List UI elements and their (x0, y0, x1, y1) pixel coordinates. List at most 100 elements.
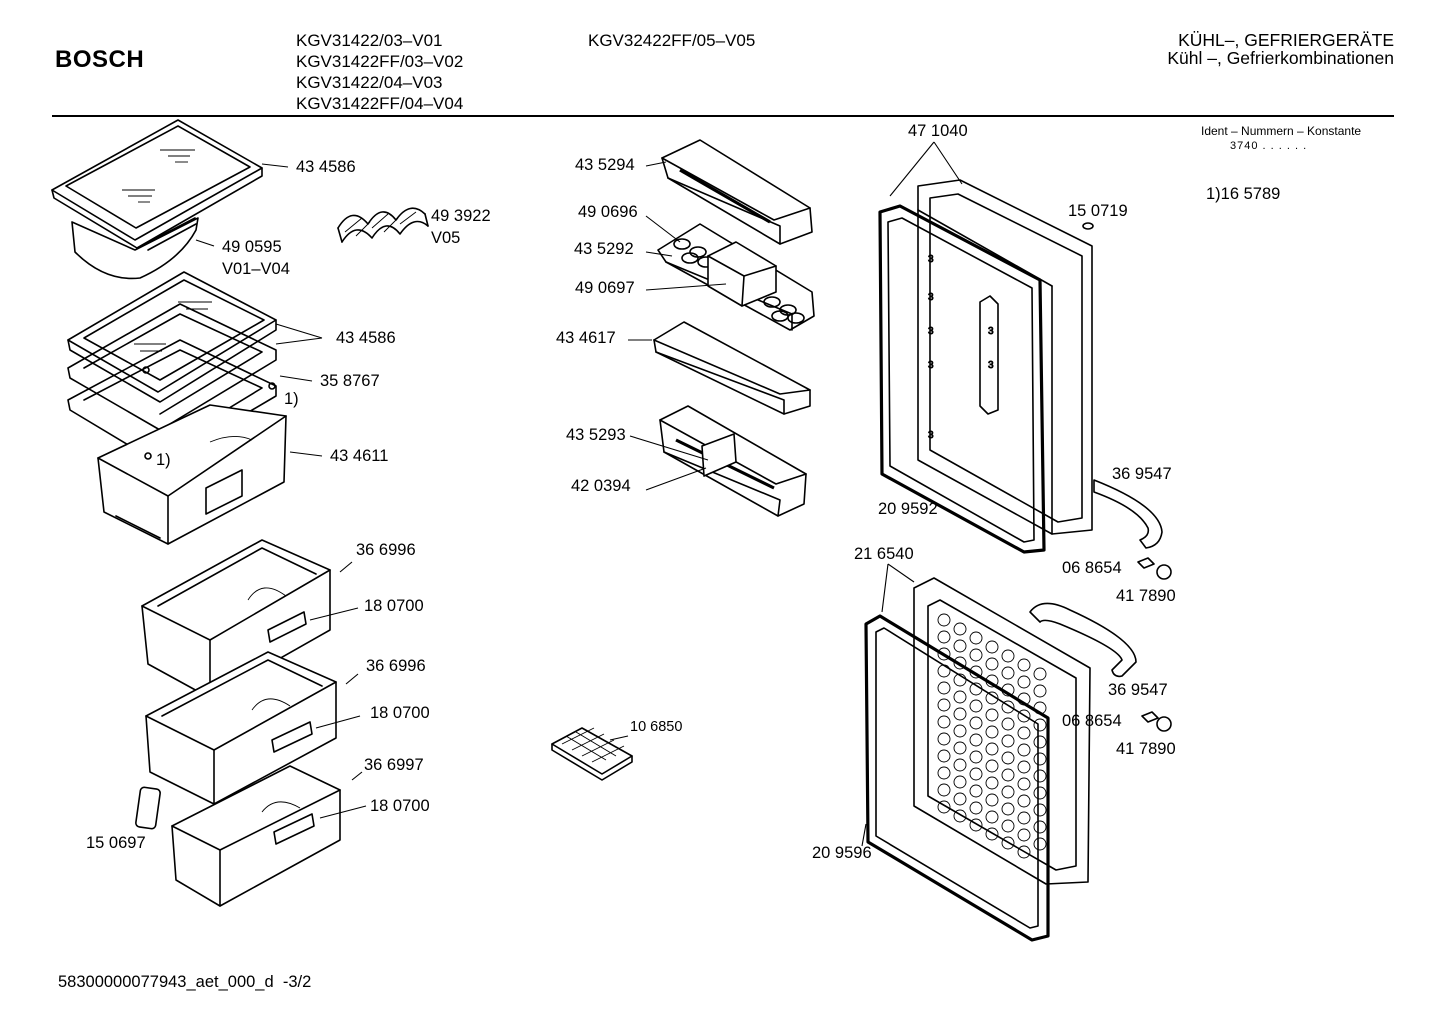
door-dimple (985, 708, 999, 722)
part-label: 43 4586 (336, 329, 396, 347)
part-label: 49 0697 (575, 279, 635, 297)
part-label: 49 3922 (431, 207, 491, 225)
door-dimple (937, 732, 951, 746)
door-dimple (1001, 649, 1015, 663)
svg-text:3: 3 (928, 292, 934, 303)
door-dimple (937, 715, 951, 729)
door-dimple (1017, 760, 1031, 774)
door-dimple (1001, 666, 1015, 680)
part-label: 21 6540 (854, 545, 914, 563)
part-label: 20 9592 (878, 500, 938, 518)
door-dimple (1033, 718, 1047, 732)
handle-screw-lower (1141, 711, 1172, 732)
door-dimple (937, 749, 951, 763)
door-dimple (937, 681, 951, 695)
door-dimple (985, 725, 999, 739)
drawer-2 (145, 651, 337, 805)
door-dimple (953, 690, 967, 704)
part-label: 18 0700 (370, 797, 430, 815)
door-dimple (1017, 743, 1031, 757)
door-dimple (953, 792, 967, 806)
door-dimple (985, 827, 999, 841)
part-label: 41 7890 (1116, 587, 1176, 605)
door-dimple (953, 656, 967, 670)
door-dimple (953, 707, 967, 721)
footnote-label: 1)16 5789 (1206, 185, 1281, 203)
door-dimple (937, 613, 951, 627)
part-label: 49 0696 (578, 203, 638, 221)
door-dimple (937, 698, 951, 712)
part-label: 43 5293 (566, 426, 626, 444)
drawer-1 (141, 539, 331, 699)
door-dimple (985, 657, 999, 671)
variant-label: V01–V04 (222, 260, 290, 278)
door-dimple (953, 741, 967, 755)
door-dimple (985, 776, 999, 790)
part-label: 10 6850 (630, 719, 683, 735)
part-label: 18 0700 (364, 597, 424, 615)
handle-screw-upper (1137, 557, 1172, 580)
door-dimple (985, 691, 999, 705)
door-dimple (1033, 837, 1047, 851)
brand-logo: BOSCH (55, 46, 145, 73)
model-list: KGV31422/03–V01 KGV31422FF/03–V02 KGV314… (296, 30, 463, 114)
svg-text:3: 3 (988, 360, 994, 371)
part-label: 36 6997 (364, 756, 424, 774)
door-dimple (1033, 820, 1047, 834)
door-dimple (953, 639, 967, 653)
door-dimple (937, 766, 951, 780)
door-dimple (1033, 769, 1047, 783)
fridge-door-gasket (878, 204, 1046, 554)
handle-lower (1029, 602, 1137, 678)
title-line-1: KÜHL–, GEFRIERGERÄTE (1178, 30, 1394, 50)
door-dimple (969, 784, 983, 798)
shelf-holder-drum (71, 217, 199, 280)
leader-lines (195, 141, 963, 847)
door-dimple (937, 783, 951, 797)
door-dimple (969, 750, 983, 764)
part-label: 43 4586 (296, 158, 356, 176)
drawer-seal (135, 786, 161, 830)
footer: 58300000077943_aet_000_d -3/2 (58, 973, 311, 992)
model-item: KGV31422FF/03–V02 (296, 52, 464, 71)
door-dimple (969, 716, 983, 730)
door-dimple (1001, 802, 1015, 816)
door-dimple (1017, 777, 1031, 791)
glass-shelf-top (51, 119, 263, 249)
door-dimple (969, 699, 983, 713)
part-label: 36 6996 (356, 541, 416, 559)
ident-value: 3740 . . . . . . (1230, 140, 1308, 152)
part-label: 42 0394 (571, 477, 631, 495)
part-label: 06 8654 (1062, 712, 1122, 730)
door-dimple (1033, 735, 1047, 749)
svg-text:3: 3 (988, 326, 994, 337)
ice-cube-tray (551, 727, 633, 781)
door-dimple (1017, 675, 1031, 689)
footnote-ref: 1) (284, 390, 299, 408)
variant-label: V05 (431, 229, 461, 247)
door-dimple (985, 640, 999, 654)
part-label: 36 9547 (1112, 465, 1172, 483)
handle-upper (1093, 479, 1163, 549)
part-label: 18 0700 (370, 704, 430, 722)
page-number: -3/2 (282, 973, 312, 991)
door-dimple (1033, 803, 1047, 817)
part-label: 36 9547 (1108, 681, 1168, 699)
model-item: KGV31422/03–V01 (296, 31, 443, 50)
door-balcony-top (661, 139, 813, 245)
part-label: 43 4617 (556, 329, 616, 347)
door-dimple (1017, 726, 1031, 740)
part-label: 35 8767 (320, 372, 380, 390)
door-dimple (1017, 658, 1031, 672)
door-dimple (1017, 709, 1031, 723)
door-dimple (937, 647, 951, 661)
part-label: 15 0697 (86, 834, 146, 852)
door-dimple (1001, 819, 1015, 833)
egg-tray (657, 223, 815, 331)
door-balcony-small (653, 321, 811, 415)
door-dimple (1033, 786, 1047, 800)
door-dimple (953, 758, 967, 772)
door-dimple (985, 742, 999, 756)
door-dimple (1017, 794, 1031, 808)
